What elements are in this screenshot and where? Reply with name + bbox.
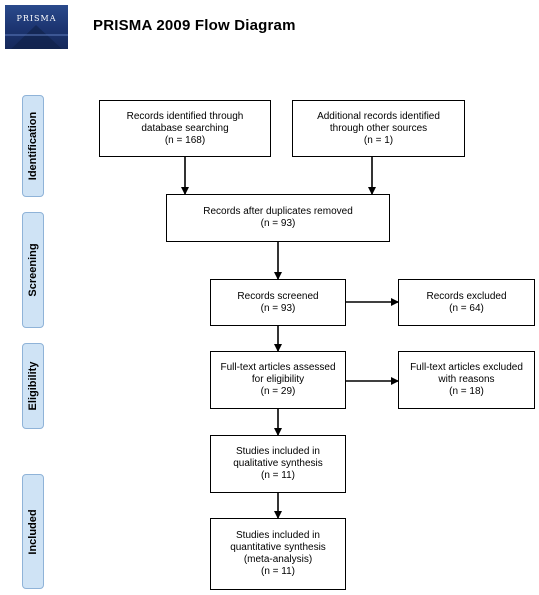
box-text-line: (n = 11) (261, 566, 295, 577)
box-text-line: (n = 11) (261, 470, 295, 481)
stage-identification: Identification (22, 95, 44, 197)
prisma-logo: PRISMA (5, 5, 68, 49)
box-text-line: Studies included in (236, 530, 320, 541)
stage-screening: Screening (22, 212, 44, 328)
box-database-search: Records identified through database sear… (99, 100, 271, 157)
box-records-screened: Records screened (n = 93) (210, 279, 346, 326)
box-text-line: Full-text articles excluded (410, 362, 523, 373)
box-text-line: (n = 93) (260, 302, 296, 314)
box-text-line: (n = 29) (260, 386, 296, 397)
box-text-line: Records after duplicates removed (203, 206, 353, 217)
box-text-line: (meta-analysis) (243, 554, 313, 565)
prisma-logo-graphic (5, 25, 68, 49)
box-fulltext-assessed: Full-text articles assessed for eligibil… (210, 351, 346, 409)
box-text-line: (n = 64) (449, 302, 484, 314)
box-text-line: Studies included in (236, 446, 320, 457)
box-other-sources: Additional records identified through ot… (292, 100, 465, 157)
box-duplicates-removed: Records after duplicates removed (n = 93… (166, 194, 390, 242)
box-text-line: Records screened (237, 290, 319, 302)
box-text-line: Records identified through (126, 110, 244, 122)
box-text-line: Additional records identified (317, 110, 440, 122)
box-text-line: (n = 168) (164, 134, 206, 146)
box-fulltext-excluded: Full-text articles excluded with reasons… (398, 351, 535, 409)
stage-included: Included (22, 474, 44, 589)
box-text-line: (n = 18) (449, 386, 484, 397)
box-text-line: Records excluded (426, 290, 507, 302)
box-quantitative-synthesis: Studies included in quantitative synthes… (210, 518, 346, 590)
stage-eligibility: Eligibility (22, 343, 44, 429)
box-text-line: qualitative synthesis (233, 458, 323, 469)
box-text-line: (n = 1) (363, 134, 394, 146)
box-records-excluded: Records excluded (n = 64) (398, 279, 535, 326)
box-text-line: (n = 93) (260, 218, 296, 229)
box-qualitative-synthesis: Studies included in qualitative synthesi… (210, 435, 346, 493)
box-text-line: database searching (141, 122, 229, 134)
box-text-line: for eligibility (251, 374, 305, 385)
logo-text: PRISMA (16, 14, 57, 23)
box-text-line: through other sources (329, 122, 428, 134)
box-text-line: quantitative synthesis (230, 542, 326, 553)
box-text-line: with reasons (438, 374, 495, 385)
page-title: PRISMA 2009 Flow Diagram (93, 17, 296, 34)
box-text-line: Full-text articles assessed (220, 362, 336, 373)
